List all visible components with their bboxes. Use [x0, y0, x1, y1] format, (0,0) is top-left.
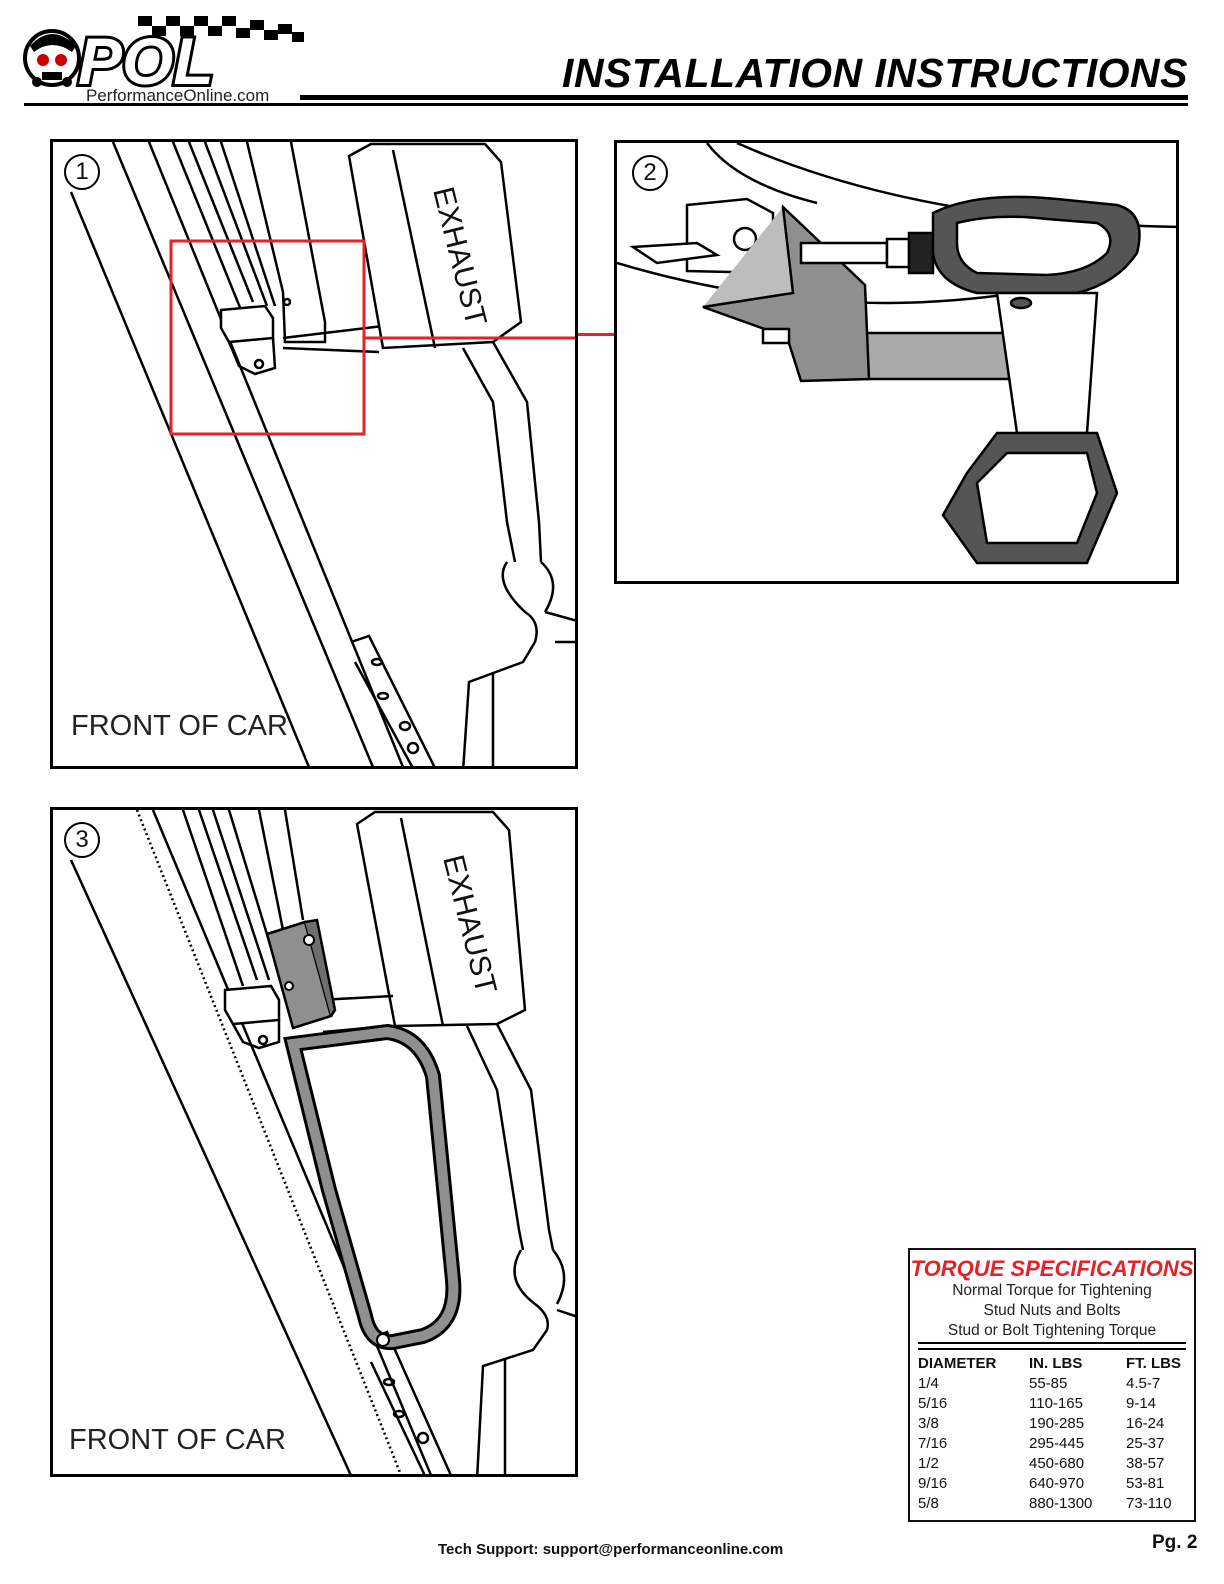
- column-header: FT. LBS: [1126, 1355, 1181, 1372]
- step-2-panel: 2: [614, 140, 1179, 584]
- torque-title: TORQUE SPECIFICATIONS: [910, 1256, 1194, 1281]
- table-cell: 450-680: [1029, 1455, 1085, 1472]
- table-cell: 3/8: [918, 1415, 939, 1432]
- table-cell: 640-970: [1029, 1475, 1085, 1492]
- step-1-illustration: EXHAUST: [69, 142, 575, 766]
- table-cell: 110-165: [1029, 1395, 1083, 1412]
- front-of-car-caption: FRONT OF CAR: [69, 1424, 286, 1456]
- torque-subtitle: Stud or Bolt Tightening Torque: [947, 1322, 1157, 1339]
- tech-support-text: Tech Support: support@performanceonline.…: [438, 1541, 784, 1558]
- pol-logo: POL: [20, 8, 320, 108]
- table-cell: 5/16: [918, 1395, 948, 1412]
- table-cell: 4.5-7: [1126, 1375, 1161, 1392]
- table-cell: 880-1300: [1029, 1495, 1093, 1512]
- table-cell: 9/16: [918, 1475, 948, 1492]
- torque-spec-table: TORQUE SPECIFICATIONS Normal Torque for …: [908, 1248, 1196, 1522]
- step-1-panel: EXHAUST 1 FRONT OF CAR: [50, 139, 578, 769]
- step-number: 2: [632, 155, 668, 191]
- divider: [918, 1342, 1186, 1350]
- table-cell: 73-110: [1126, 1495, 1172, 1512]
- torque-subtitle: Stud Nuts and Bolts: [983, 1302, 1121, 1319]
- table-cell: 55-85: [1029, 1375, 1068, 1392]
- table-cell: 16-24: [1126, 1415, 1165, 1432]
- torque-subtitle: Normal Torque for Tightening: [952, 1282, 1152, 1299]
- header-rule-thin: [24, 103, 1188, 106]
- table-cell: 5/8: [918, 1495, 939, 1512]
- table-cell: 1/2: [918, 1455, 939, 1472]
- front-of-car-caption: FRONT OF CAR: [71, 710, 288, 742]
- table-cell: 190-285: [1029, 1415, 1085, 1432]
- step-number: 1: [64, 154, 100, 190]
- table-cell: 7/16: [918, 1435, 948, 1452]
- logo-mark: POL: [78, 24, 214, 98]
- step-3-illustration: EXHAUST: [69, 810, 575, 1474]
- table-cell: 25-37: [1126, 1435, 1165, 1452]
- page-title: INSTALLATION INSTRUCTIONS: [562, 50, 1188, 96]
- column-header: DIAMETER: [918, 1355, 997, 1372]
- table-cell: 38-57: [1126, 1455, 1165, 1472]
- logo-url: PerformanceOnline.com: [86, 86, 270, 105]
- step-number: 3: [64, 822, 100, 858]
- column-header: IN. LBS: [1029, 1355, 1083, 1372]
- connector-line: [578, 333, 614, 336]
- table-cell: 295-445: [1029, 1435, 1085, 1452]
- table-cell: 1/4: [918, 1375, 939, 1392]
- step-2-illustration: [617, 143, 1176, 565]
- header-rule: [300, 95, 1188, 100]
- table-cell: 9-14: [1126, 1395, 1157, 1412]
- table-cell: 53-81: [1126, 1475, 1165, 1492]
- step-3-panel: EXHAUST 3 FRONT OF CAR: [50, 807, 578, 1477]
- page-number: Pg. 2: [1152, 1532, 1198, 1553]
